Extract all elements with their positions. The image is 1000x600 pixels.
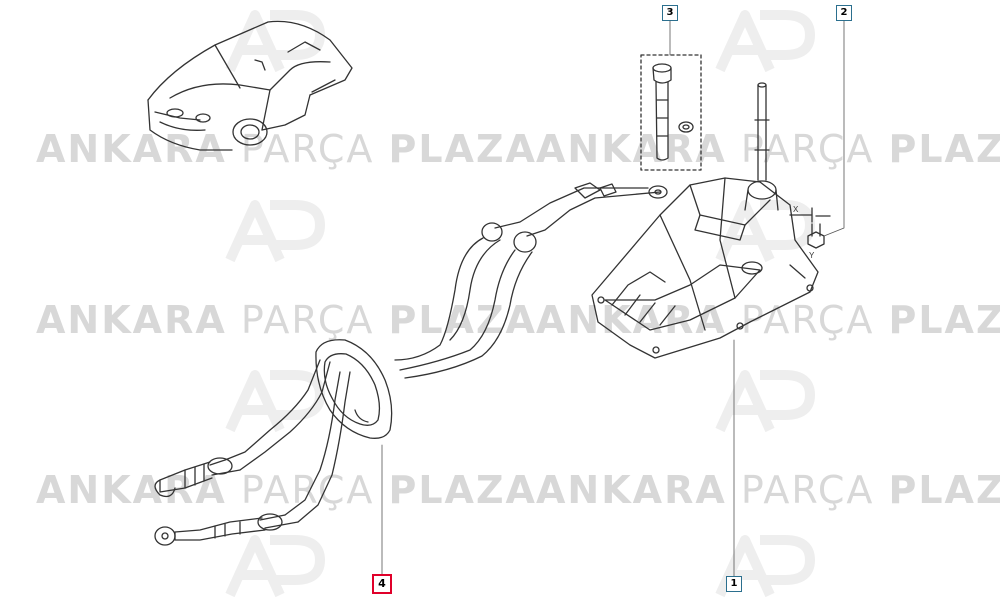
watermark-logo <box>715 370 815 433</box>
watermark-text: ANKARA PARÇA PLAZA <box>536 127 1000 171</box>
gear-shift-cables <box>224 182 668 523</box>
watermark-logo <box>715 10 815 73</box>
part-2-bolt <box>789 207 831 249</box>
watermark-logo <box>225 535 325 598</box>
gear-lever-shaft <box>744 82 779 211</box>
callout-1[interactable]: 1 <box>726 576 742 592</box>
callout-2[interactable]: 2 <box>836 5 852 21</box>
leader-lines <box>381 19 845 577</box>
watermark-logo <box>715 200 815 263</box>
cable-end-upper <box>154 457 241 498</box>
part-3-bushing <box>652 63 694 161</box>
watermark-text: ANKARA PARÇA PLAZA <box>36 298 537 342</box>
watermark-logo <box>225 200 325 263</box>
watermark-text: ANKARA PARÇA PLAZA <box>36 468 537 512</box>
part-3-frame <box>640 54 702 171</box>
watermark-text: ANKARA PARÇA PLAZA <box>536 298 1000 342</box>
cable-grommet <box>315 339 393 439</box>
gear-lever-housing <box>591 177 819 359</box>
dimension-label-y: Y <box>809 251 815 260</box>
dimension-label-x: X <box>793 205 799 214</box>
cable-end-lower <box>154 513 299 546</box>
car-illustration <box>147 20 353 151</box>
callout-3[interactable]: 3 <box>662 5 678 21</box>
callout-4[interactable]: 4 <box>372 574 392 594</box>
watermark-text: ANKARA PARÇA PLAZA <box>536 468 1000 512</box>
watermark-logo <box>225 10 325 73</box>
